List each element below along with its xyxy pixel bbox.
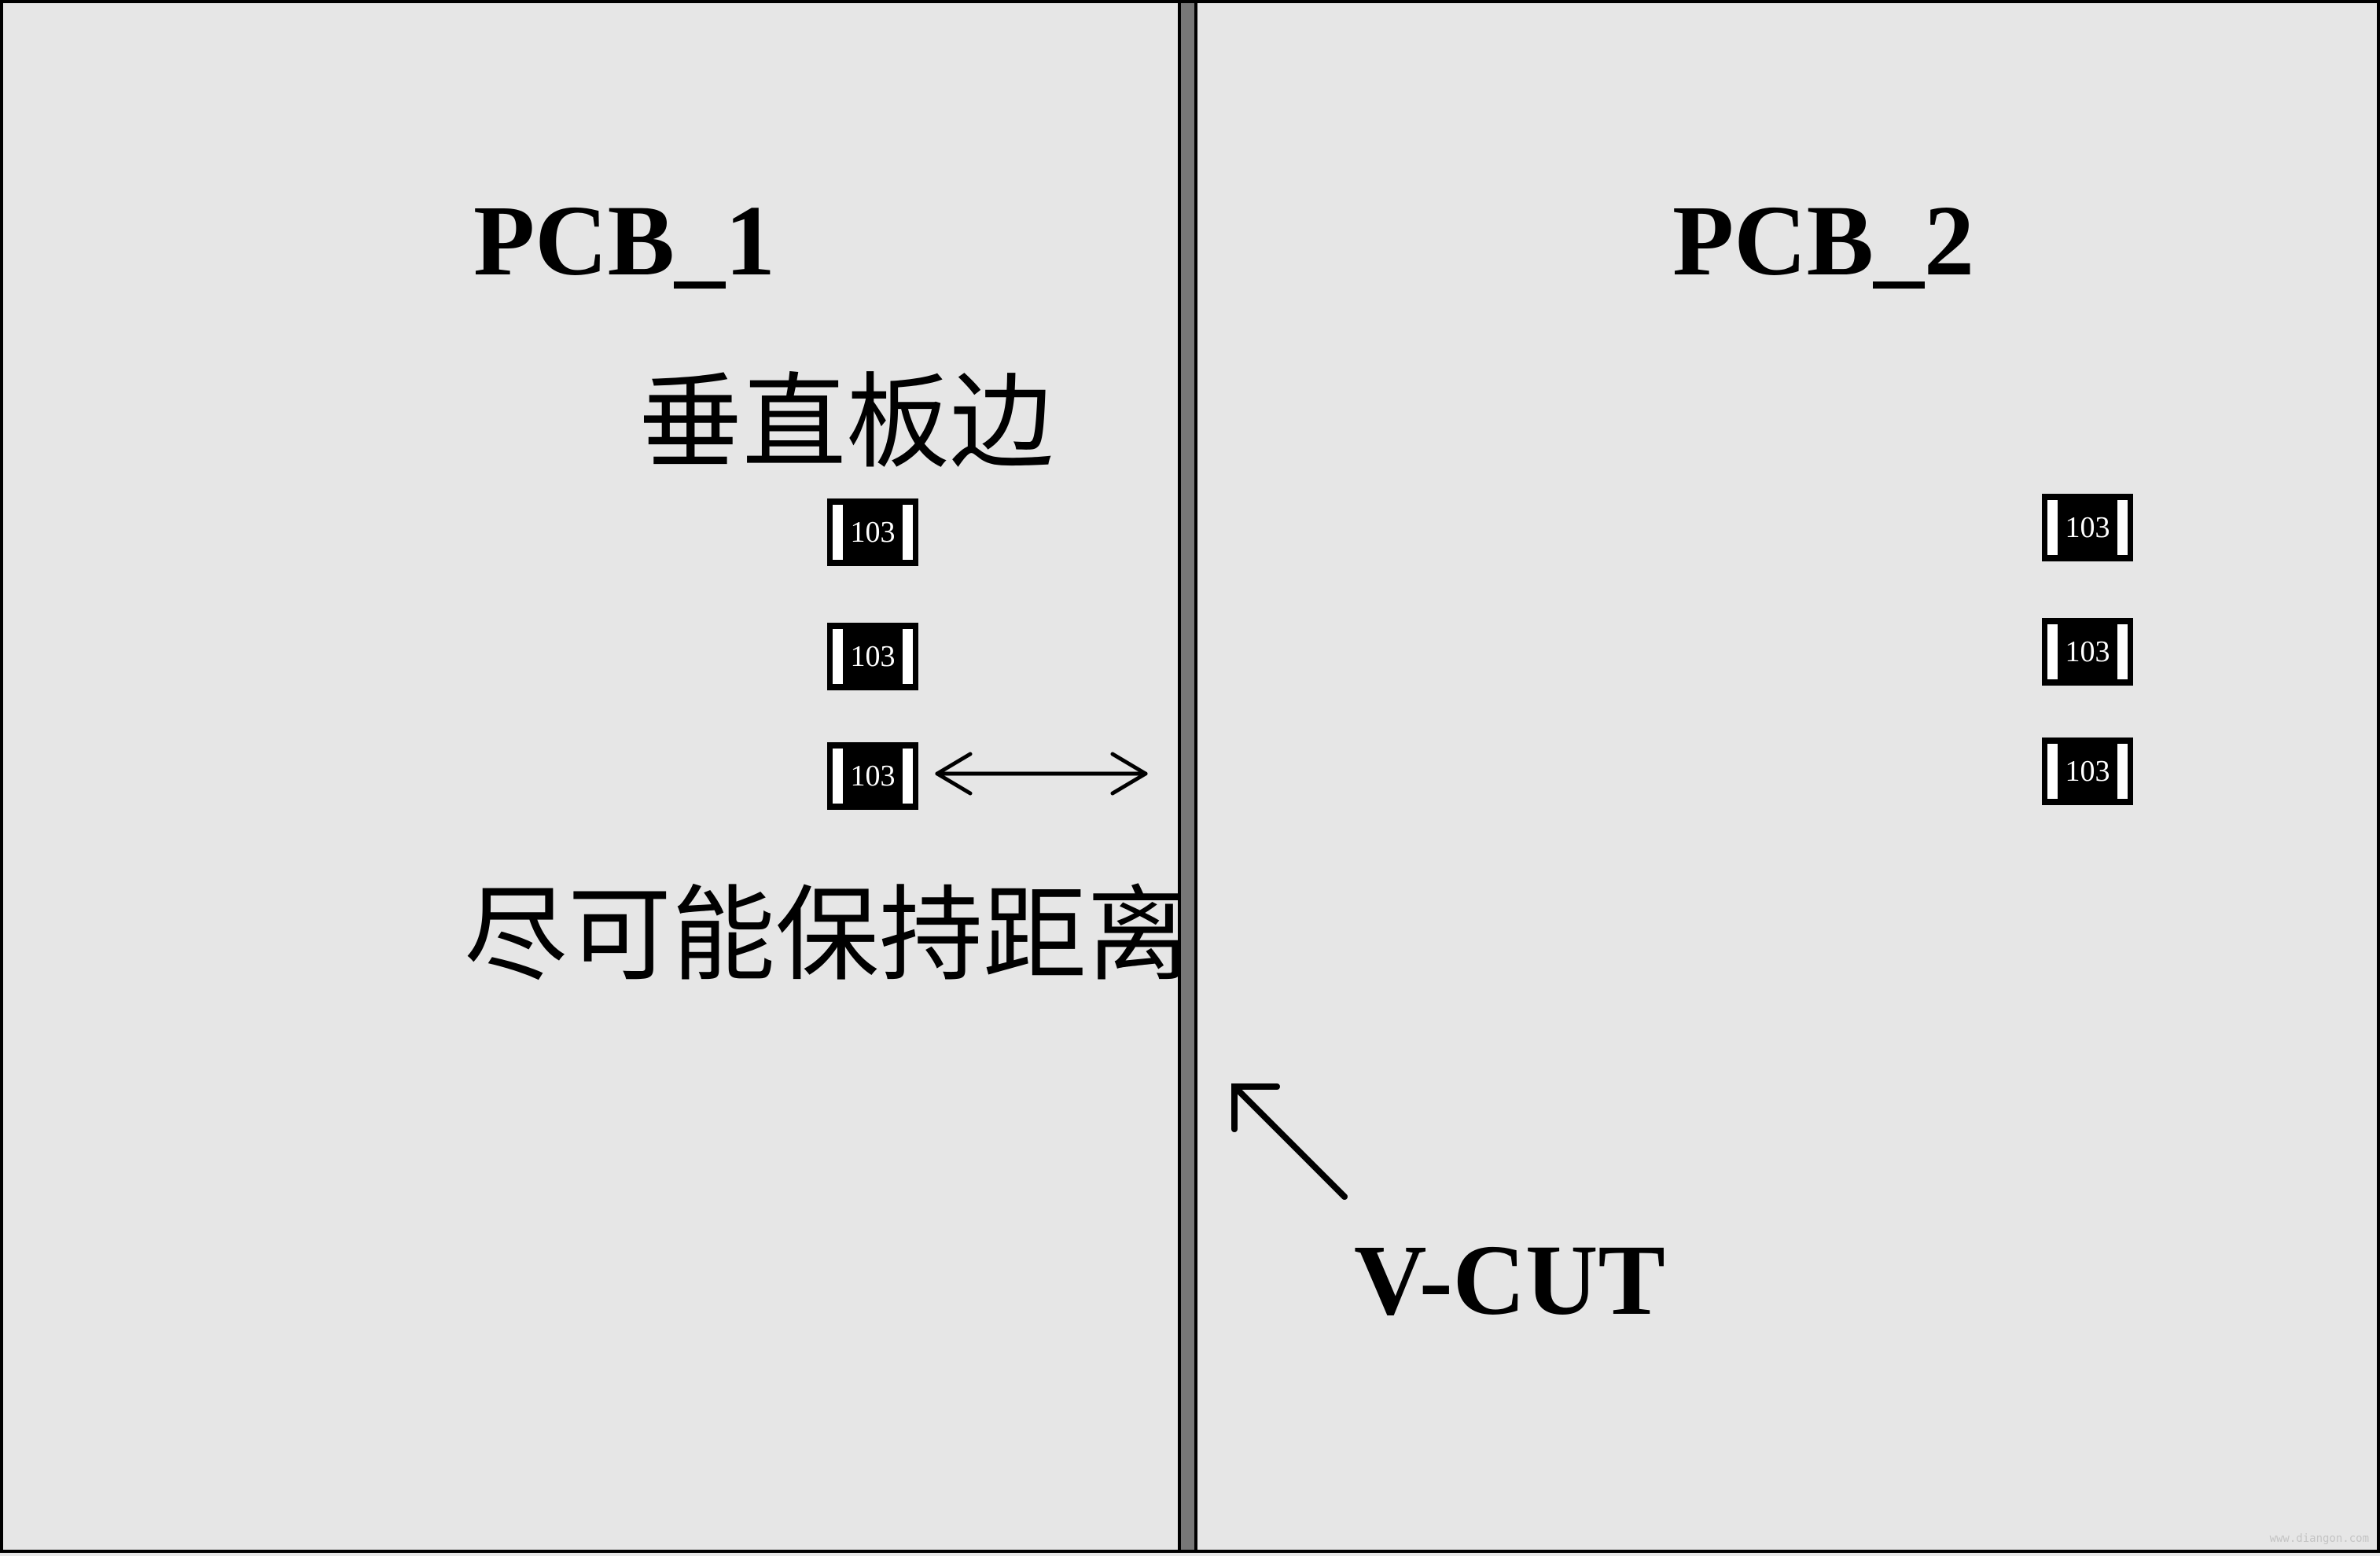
chip-code: 103 [850,760,896,793]
pcb-1-chip-middle: 103 [827,623,918,690]
chip-pad [2117,744,2128,799]
distance-note: 尽可能保持距离 [464,875,1190,996]
chip-pad [903,749,913,804]
pcb-2-board: PCB_2 103 103 103 V-CUT [1201,3,2377,1550]
chip-pad [2117,624,2128,679]
chip-pad [903,629,913,684]
v-cut-label: V-CUT [1354,1224,1665,1336]
chip-code: 103 [2065,755,2110,788]
chip-pad [903,505,913,560]
chip-code: 103 [850,516,896,549]
chip-pad [833,505,843,560]
pcb-2-chip-top: 103 [2042,494,2133,561]
chip-pad [2117,500,2128,555]
chip-pad [2047,624,2058,679]
pcb-1-chip-top: 103 [827,498,918,566]
watermark: www.diangon.com [2269,1532,2369,1545]
pcb-2-chip-middle: 103 [2042,618,2133,686]
chip-code: 103 [2065,635,2110,668]
chip-code: 103 [2065,511,2110,544]
chip-pad [833,749,843,804]
pcb-1-chip-bottom: 103 [827,742,918,810]
chip-pad [2047,744,2058,799]
chip-pad [2047,500,2058,555]
pcb-1-title: PCB_1 [473,185,775,296]
edge-note: 垂直板边 [638,362,1054,484]
pcb-1-board: PCB_1 垂直板边 103 103 103 尽可能保持距离 [3,3,1190,1550]
chip-pad [833,629,843,684]
v-cut-groove [1178,3,1197,1550]
pcb-2-title: PCB_2 [1672,185,1974,296]
pcb-2-chip-bottom: 103 [2042,738,2133,805]
chip-code: 103 [850,640,896,673]
